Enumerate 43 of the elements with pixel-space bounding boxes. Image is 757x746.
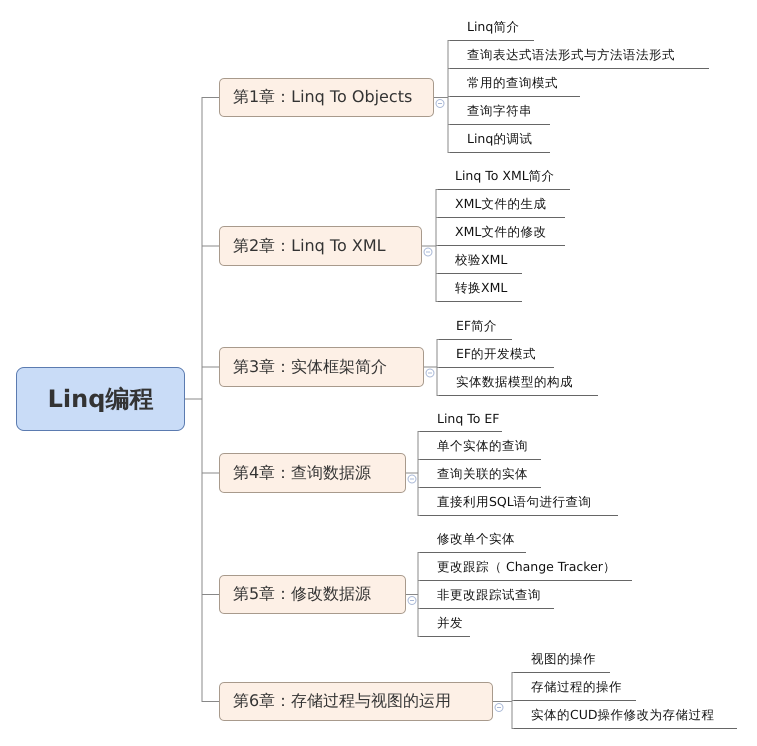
connector-line: [406, 472, 420, 516]
subtopic-label: 实体的CUD操作修改为存储过程: [514, 703, 737, 729]
subtopic-label: Linq的调试: [450, 127, 550, 153]
subtopic-label: 校验XML: [438, 248, 522, 274]
connector-line: [406, 594, 420, 637]
subtopic-label: 修改单个实体: [420, 527, 526, 553]
subtopic-label: 非更改跟踪试查询: [420, 583, 554, 609]
subtopic-label: 实体数据模型的构成: [439, 370, 598, 396]
topic-text: 第6章：存储过程与视图的运用: [233, 691, 452, 712]
chapter-box: [219, 682, 493, 721]
subtopic-label: 查询表达式语法形式与方法语法形式: [450, 43, 709, 69]
subtopic-label: 查询字符串: [450, 99, 550, 125]
subtopic-label: 常用的查询模式: [450, 71, 580, 97]
connector-line: [492, 701, 514, 729]
subtopic-label: 查询关联的实体: [420, 462, 541, 488]
chapter-box: [219, 226, 422, 266]
subtopic-label: 转换XML: [438, 276, 522, 302]
subtopic-label: EF简介: [439, 314, 512, 340]
subtopic-label: Linq To XML简介: [438, 164, 570, 190]
connector-line: [434, 97, 450, 153]
subtopic-label: Linq简介: [450, 15, 534, 41]
subtopic-label: Linq To EF: [420, 406, 502, 432]
subtopic-label: EF的开发模式: [439, 342, 554, 368]
subtopic-label: 单个实体的查询: [420, 434, 541, 460]
subtopic-label: 存储过程的操作: [514, 675, 636, 701]
subtopic-label: 直接利用SQL语句进行查询: [420, 490, 618, 516]
subtopic-label: 视图的操作: [514, 647, 610, 673]
topic-text: 第2章：Linq To XML: [233, 236, 386, 256]
topic-text: 第4章：查询数据源: [233, 462, 372, 484]
central-topic-box: [16, 367, 185, 431]
chapter-box: [219, 347, 424, 387]
subtopic-label: 更改跟踪（ Change Tracker）: [420, 555, 632, 581]
topic-text: 第1章：Linq To Objects: [233, 87, 412, 108]
subtopic-label: XML文件的生成: [438, 192, 565, 218]
chapter-box: [219, 453, 406, 493]
chapter-box: [219, 575, 406, 614]
topic-text: 第3章：实体框架简介: [233, 356, 388, 378]
topic-text: 第5章：修改数据源: [233, 584, 372, 605]
subtopic-label: XML文件的修改: [438, 220, 565, 246]
subtopic-label: 并发: [420, 611, 470, 637]
connector-line: [422, 246, 438, 302]
topic-text: Linq编程: [48, 384, 154, 415]
chapter-box: [219, 78, 434, 117]
